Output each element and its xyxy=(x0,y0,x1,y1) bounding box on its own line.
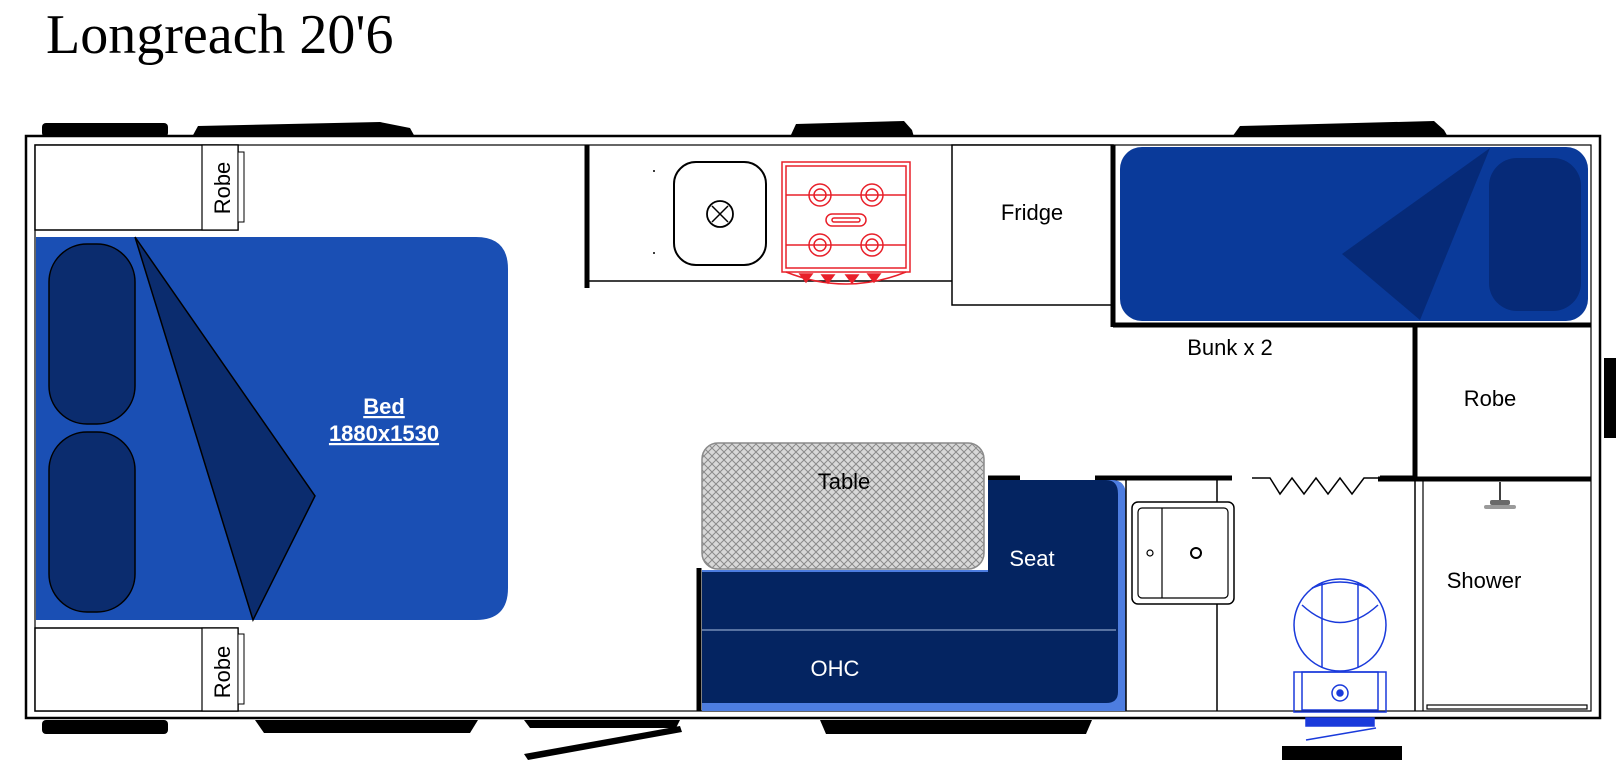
pillow-top xyxy=(48,243,136,425)
page-title: Longreach 20'6 xyxy=(46,4,394,66)
kitchen-bench xyxy=(584,145,952,288)
ohc-label: OHC xyxy=(811,656,860,681)
door-spring-icon xyxy=(1252,476,1380,496)
cooktop-icon xyxy=(781,161,911,285)
bunk-pillow xyxy=(1489,158,1581,311)
table-label: Table xyxy=(818,469,871,494)
bunk-beds: Bunk x 2 xyxy=(1110,145,1591,360)
toilet-icon xyxy=(1293,578,1387,741)
robe-bottom-left-label: Robe xyxy=(210,646,235,699)
robe-bottom-left: Robe xyxy=(34,627,245,712)
sink-icon xyxy=(673,161,767,266)
external-fittings-bottom xyxy=(42,358,1616,760)
bed: Bed 1880x1530 xyxy=(36,236,508,623)
vanity-icon xyxy=(1131,501,1235,605)
bed-covers-fold xyxy=(134,236,316,623)
table: Table xyxy=(701,442,985,570)
external-fittings-top xyxy=(42,121,1448,137)
robe-right-label: Robe xyxy=(1464,386,1517,411)
shower-head-icon xyxy=(1484,482,1516,509)
robe-top-left: Robe xyxy=(34,144,245,231)
bed-label: Bed xyxy=(363,394,405,419)
bunk-covers-fold xyxy=(1342,148,1490,320)
shower-label: Shower xyxy=(1447,568,1522,593)
seat-label: Seat xyxy=(1009,546,1054,571)
pillow-bottom xyxy=(48,431,136,613)
ensuite xyxy=(1125,475,1414,741)
shower: Shower xyxy=(1414,478,1588,711)
seat-ohc: Seat OHC xyxy=(696,475,1232,711)
bunk-label: Bunk x 2 xyxy=(1187,335,1273,360)
robe-top-left-label: Robe xyxy=(210,162,235,215)
fridge-label: Fridge xyxy=(1001,200,1063,225)
bed-size-label: 1880x1530 xyxy=(329,421,439,446)
fridge: Fridge xyxy=(951,144,1114,306)
